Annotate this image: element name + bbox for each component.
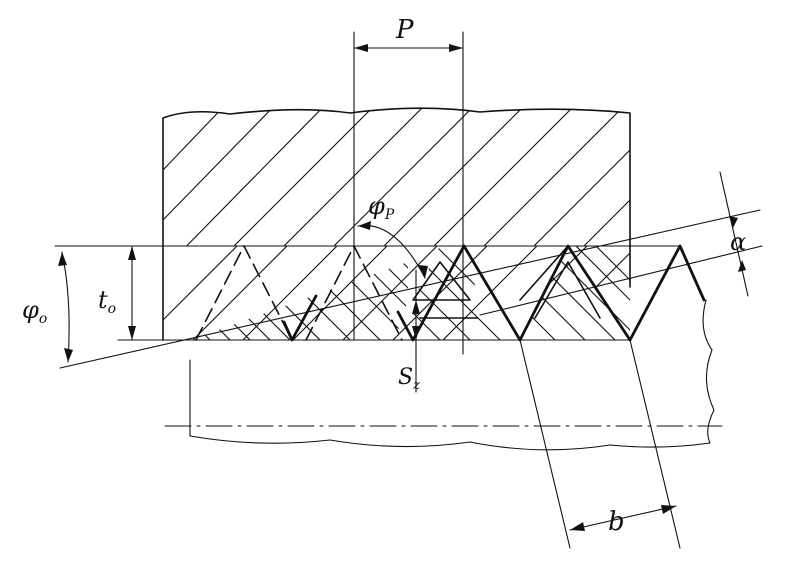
workpiece-body: [162, 107, 631, 341]
alpha-dimension: α: [719, 171, 749, 297]
phi-p-label: φP: [368, 192, 395, 223]
alpha-reference-line: [479, 245, 763, 316]
phi0-oblique-line: [59, 209, 761, 369]
sz-dimension: Sz: [398, 269, 420, 393]
t0-label: to: [98, 286, 116, 317]
pitch-label: P: [395, 15, 414, 45]
sz-label: Sz: [398, 365, 420, 393]
alpha-label: α: [730, 228, 746, 256]
b-label: b: [608, 507, 625, 537]
phi-p-angle: φP: [357, 192, 428, 279]
phi-0-angle: φo: [22, 251, 73, 363]
stock-lower: [189, 299, 715, 451]
b-dimension: b: [519, 339, 681, 549]
phi-0-label: φo: [22, 296, 47, 327]
current-thread-profile: [282, 244, 706, 342]
workpiece-hatching: [163, 108, 630, 246]
inner-tooth-contours: [412, 245, 601, 319]
pitch-dimension: P: [353, 15, 464, 355]
t0-dimension: to: [98, 245, 136, 341]
